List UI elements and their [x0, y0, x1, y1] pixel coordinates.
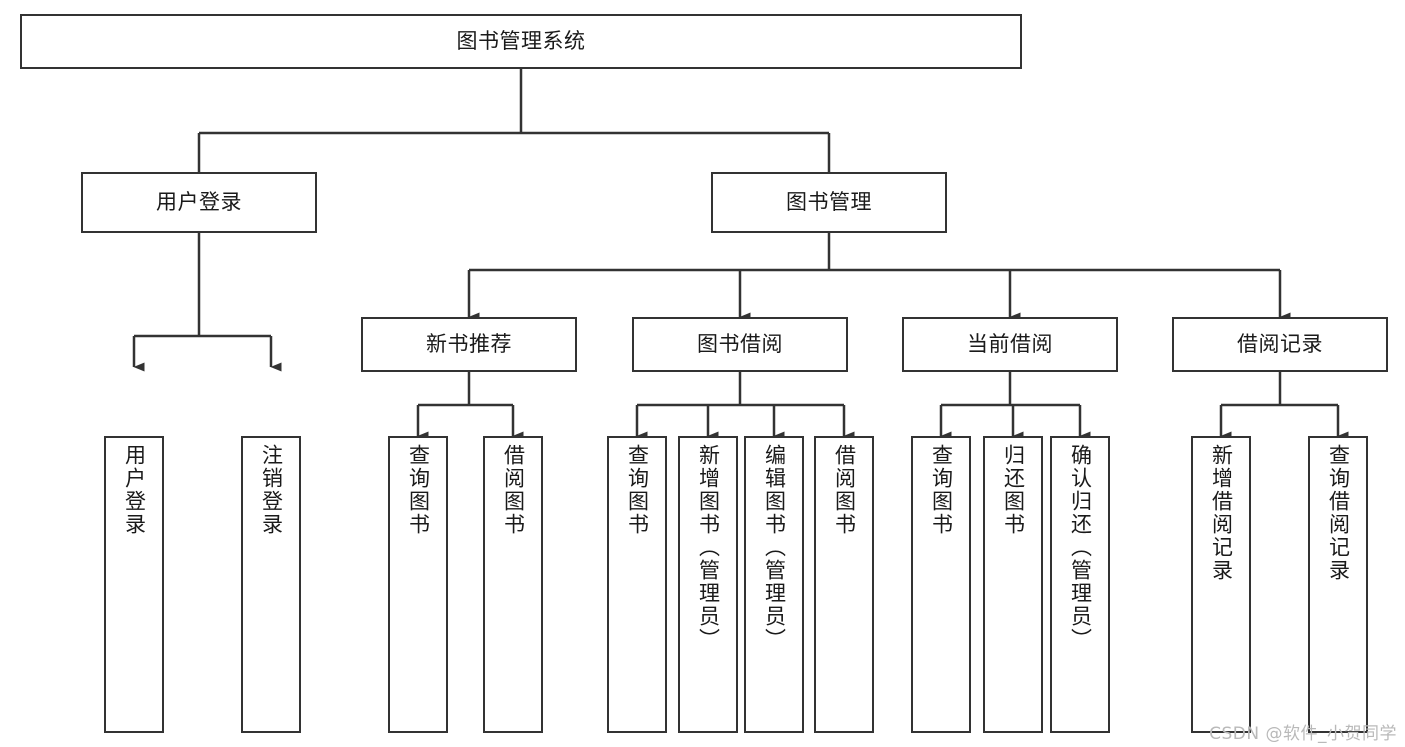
node-leaf-add-book[interactable]: 新增图书（管理员） [678, 436, 738, 733]
node-new-book-recommend-label: 新书推荐 [426, 332, 512, 357]
csdn-watermark: CSDN @软件_小贺同学 [1209, 724, 1397, 744]
node-leaf-logout-label: 注销登录 [259, 444, 284, 536]
node-root[interactable]: 图书管理系统 [20, 14, 1022, 69]
node-book-manage-label: 图书管理 [786, 190, 872, 215]
node-leaf-borrow-book-1-label: 借阅图书 [501, 444, 526, 536]
connector-lines [132, 69, 1349, 441]
node-leaf-confirm-return-label: 确认归还（管理员） [1068, 444, 1093, 651]
node-leaf-add-record-label: 新增借阅记录 [1209, 444, 1234, 582]
node-leaf-query-book-1[interactable]: 查询图书 [388, 436, 448, 733]
node-borrow-record[interactable]: 借阅记录 [1172, 317, 1388, 372]
node-leaf-query-record-label: 查询借阅记录 [1326, 444, 1351, 582]
node-leaf-query-book-1-label: 查询图书 [406, 444, 431, 536]
node-leaf-edit-book[interactable]: 编辑图书（管理员） [744, 436, 804, 733]
node-current-borrow[interactable]: 当前借阅 [902, 317, 1118, 372]
node-leaf-user-login[interactable]: 用户登录 [104, 436, 164, 733]
node-user-login[interactable]: 用户登录 [81, 172, 317, 233]
node-leaf-query-record[interactable]: 查询借阅记录 [1308, 436, 1368, 733]
node-new-book-recommend[interactable]: 新书推荐 [361, 317, 577, 372]
node-leaf-user-login-label: 用户登录 [122, 444, 147, 536]
node-leaf-confirm-return[interactable]: 确认归还（管理员） [1050, 436, 1110, 733]
node-leaf-return-book-label: 归还图书 [1001, 444, 1026, 536]
node-book-borrow[interactable]: 图书借阅 [632, 317, 848, 372]
node-leaf-borrow-book-1[interactable]: 借阅图书 [483, 436, 543, 733]
node-leaf-edit-book-label: 编辑图书（管理员） [762, 444, 787, 651]
node-borrow-record-label: 借阅记录 [1237, 332, 1323, 357]
node-leaf-query-book-3[interactable]: 查询图书 [911, 436, 971, 733]
node-book-borrow-label: 图书借阅 [697, 332, 783, 357]
node-leaf-logout[interactable]: 注销登录 [241, 436, 301, 733]
node-leaf-add-book-label: 新增图书（管理员） [696, 444, 721, 651]
node-current-borrow-label: 当前借阅 [967, 332, 1053, 357]
node-user-login-label: 用户登录 [156, 190, 242, 215]
node-leaf-query-book-2[interactable]: 查询图书 [607, 436, 667, 733]
node-leaf-add-record[interactable]: 新增借阅记录 [1191, 436, 1251, 733]
node-leaf-query-book-2-label: 查询图书 [625, 444, 650, 536]
node-leaf-borrow-book-2[interactable]: 借阅图书 [814, 436, 874, 733]
node-leaf-return-book[interactable]: 归还图书 [983, 436, 1043, 733]
node-book-manage[interactable]: 图书管理 [711, 172, 947, 233]
node-leaf-borrow-book-2-label: 借阅图书 [832, 444, 857, 536]
node-leaf-query-book-3-label: 查询图书 [929, 444, 954, 536]
node-root-label: 图书管理系统 [456, 29, 586, 54]
